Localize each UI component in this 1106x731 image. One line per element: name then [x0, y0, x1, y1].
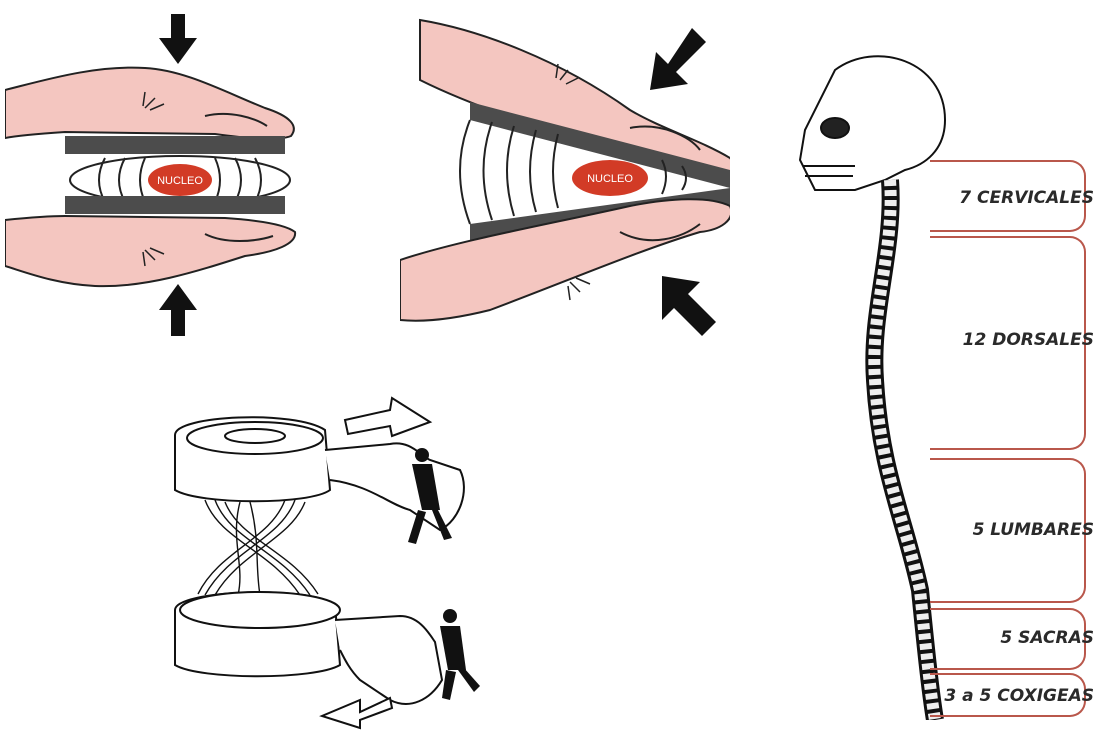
arrow-up-icon	[159, 284, 197, 336]
symmetric-compression-illustration: NUCLEO	[5, 10, 305, 340]
arrow-left-icon	[345, 398, 430, 436]
region-label-dorsal: 12 DORSALES	[963, 330, 1094, 350]
vertebrae-torsion-illustration	[160, 380, 530, 730]
region-label-coccygeal: 3 a 5 COXIGEAS	[944, 686, 1094, 706]
region-label-cervical: 7 CERVICALES	[959, 188, 1094, 208]
arrow-down-icon	[159, 14, 197, 64]
asymmetric-compression-illustration: NUCLEO	[400, 10, 730, 340]
nucleus-label: NUCLEO	[157, 175, 203, 187]
skull	[800, 56, 945, 190]
twisted-fibers	[198, 500, 318, 595]
arrow-down-left-icon	[650, 28, 706, 90]
nucleus-label: NUCLEO	[587, 173, 633, 185]
figure-lower	[440, 609, 480, 700]
upper-endplate	[65, 136, 285, 154]
region-label-lumbar: 5 LUMBARES	[973, 520, 1094, 540]
arrow-left-icon	[322, 698, 392, 728]
arrow-up-left-icon	[662, 276, 716, 336]
lower-endplate	[65, 196, 285, 214]
region-label-sacral: 5 SACRAS	[1000, 628, 1094, 648]
lower-vertebra	[175, 592, 442, 704]
lower-hand	[5, 216, 295, 286]
vertebral-column	[874, 180, 935, 720]
